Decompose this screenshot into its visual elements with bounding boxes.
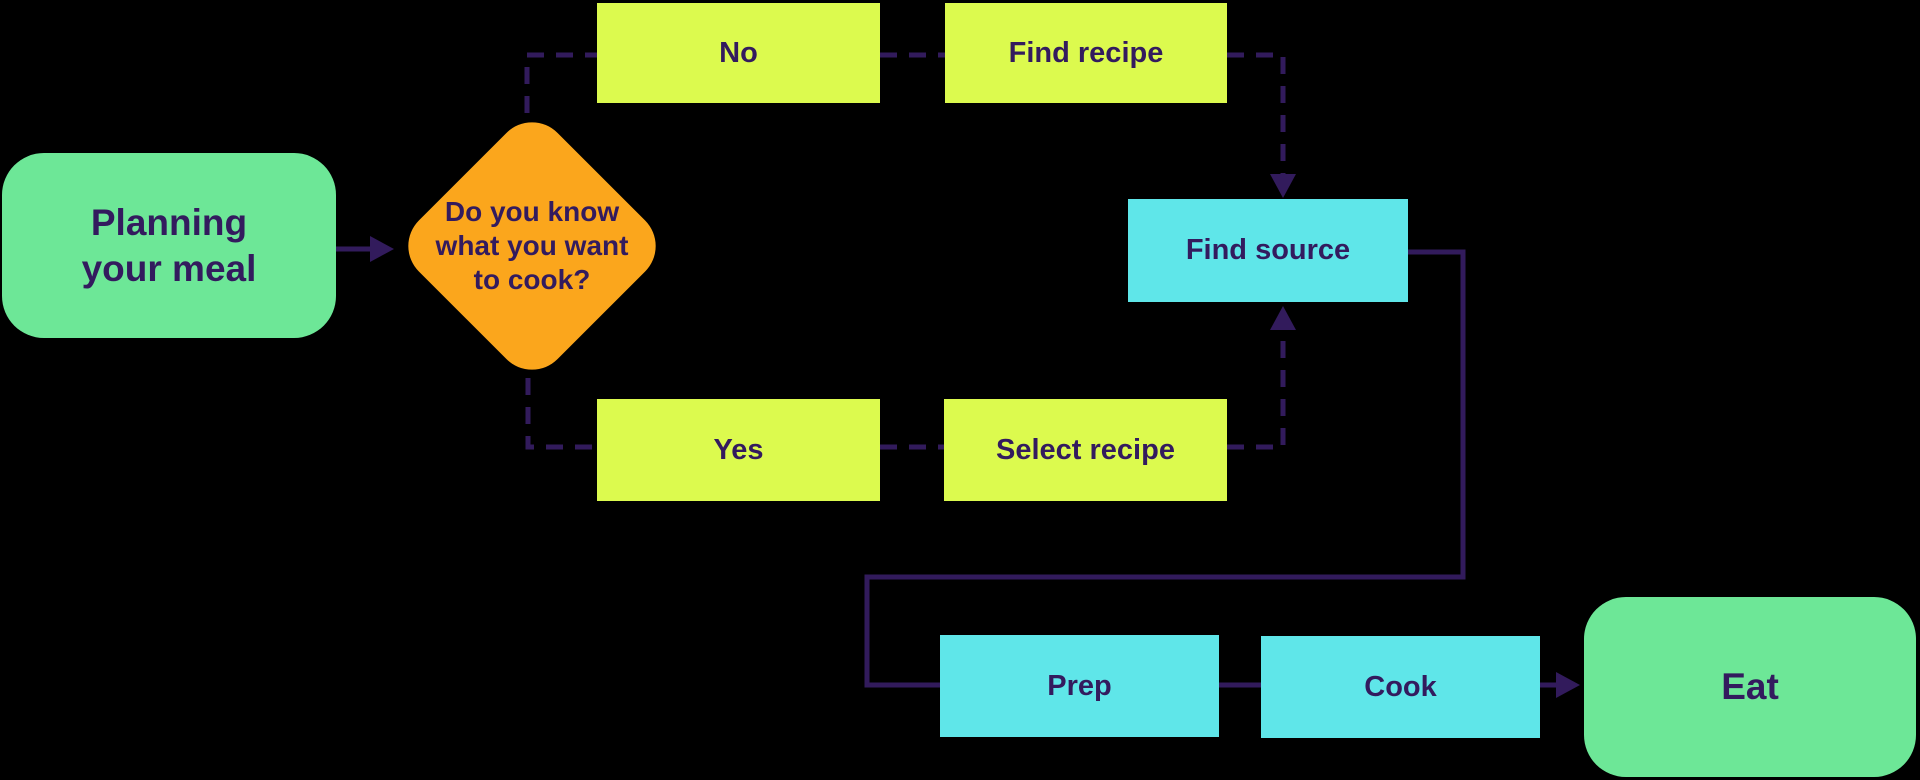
node-yes: Yes <box>597 399 880 501</box>
node-find-source: Find source <box>1128 199 1408 302</box>
node-select-recipe-label: Select recipe <box>996 433 1175 466</box>
node-prep: Prep <box>940 635 1219 737</box>
edge-decision-no <box>524 52 597 113</box>
node-find-recipe-label: Find recipe <box>1008 36 1164 69</box>
arrowhead-find-source-top-icon <box>1270 174 1296 198</box>
arrowhead-find-source-bottom-icon <box>1270 306 1296 330</box>
arrowhead-eat-icon <box>1556 672 1580 698</box>
node-cook-label: Cook <box>1364 670 1437 703</box>
node-planning-your-meal: Planning your meal <box>2 153 336 338</box>
node-eat-label: Eat <box>1721 666 1779 707</box>
node-eat: Eat <box>1584 597 1916 777</box>
node-no: No <box>597 3 880 103</box>
node-cook: Cook <box>1261 636 1540 738</box>
node-select-recipe: Select recipe <box>944 399 1227 501</box>
edge-select-recipe-find-source <box>1227 328 1286 450</box>
node-decision-label: Do you know what you want to cook? <box>435 196 629 295</box>
node-find-source-label: Find source <box>1185 234 1351 266</box>
edge-find-source-prep <box>864 249 1466 688</box>
node-prep-label: Prep <box>1047 669 1112 702</box>
node-find-recipe: Find recipe <box>945 3 1227 103</box>
node-no-label: No <box>719 36 758 69</box>
node-decision-label-wrap: Do you know what you want to cook? <box>412 160 652 332</box>
edge-find-recipe-find-source <box>1227 52 1286 176</box>
edge-decision-yes <box>525 378 597 450</box>
arrowhead-decision-icon <box>370 236 394 262</box>
node-yes-label: Yes <box>713 433 764 466</box>
node-planning-label: Planning your meal <box>81 201 257 289</box>
